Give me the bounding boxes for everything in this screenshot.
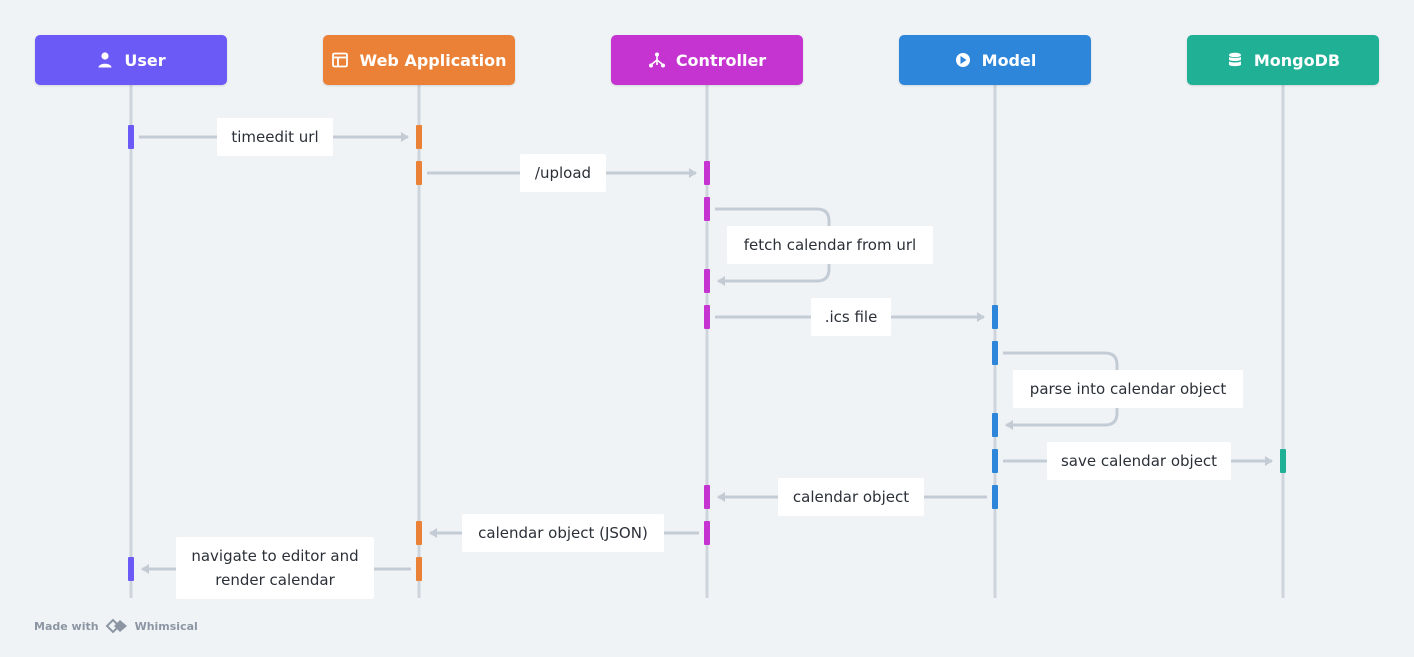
activation-bar	[1280, 449, 1286, 473]
message-label: calendar object (JSON)	[462, 514, 664, 552]
message-label: .ics file	[811, 298, 891, 336]
activation-bar	[992, 449, 998, 473]
activation-bar	[128, 125, 134, 149]
user-icon	[96, 51, 114, 69]
database-icon	[1226, 51, 1244, 69]
actor-user[interactable]: User	[35, 35, 227, 85]
network-icon	[648, 51, 666, 69]
activation-bar	[704, 269, 710, 293]
layout-icon	[331, 51, 349, 69]
activation-bar	[992, 485, 998, 509]
message-label: parse into calendar object	[1013, 370, 1243, 408]
actor-label: Controller	[675, 50, 767, 70]
activation-bar	[416, 521, 422, 545]
activation-bar	[128, 557, 134, 581]
activation-bar	[992, 341, 998, 365]
message-label: save calendar object	[1047, 442, 1231, 480]
footer-prefix: Made with	[34, 619, 99, 633]
actor-mongodb[interactable]: MongoDB	[1187, 35, 1379, 85]
whimsical-logo-icon	[105, 618, 127, 634]
activation-bar	[992, 305, 998, 329]
actor-label: MongoDB	[1253, 50, 1341, 70]
message-label: navigate to editor and render calendar	[176, 537, 374, 599]
message-label: /upload	[520, 154, 606, 192]
model-icon	[954, 51, 972, 69]
actor-label: Web Application	[359, 50, 507, 70]
message-label: fetch calendar from url	[727, 226, 933, 264]
message-label: calendar object	[778, 478, 924, 516]
activation-bar	[704, 305, 710, 329]
actor-label: User	[124, 50, 166, 70]
activation-bar	[416, 557, 422, 581]
activation-bar	[416, 125, 422, 149]
actor-web-application[interactable]: Web Application	[323, 35, 515, 85]
activation-bar	[704, 485, 710, 509]
actor-controller[interactable]: Controller	[611, 35, 803, 85]
footer-brand: Whimsical	[134, 619, 198, 633]
actor-model[interactable]: Model	[899, 35, 1091, 85]
actor-label: Model	[981, 50, 1037, 70]
message-label: timeedit url	[217, 118, 333, 156]
activation-bar	[992, 413, 998, 437]
activation-bar	[704, 521, 710, 545]
activation-bar	[704, 197, 710, 221]
made-with-footer[interactable]: Made with Whimsical	[34, 618, 198, 634]
activation-bar	[416, 161, 422, 185]
activation-bar	[704, 161, 710, 185]
